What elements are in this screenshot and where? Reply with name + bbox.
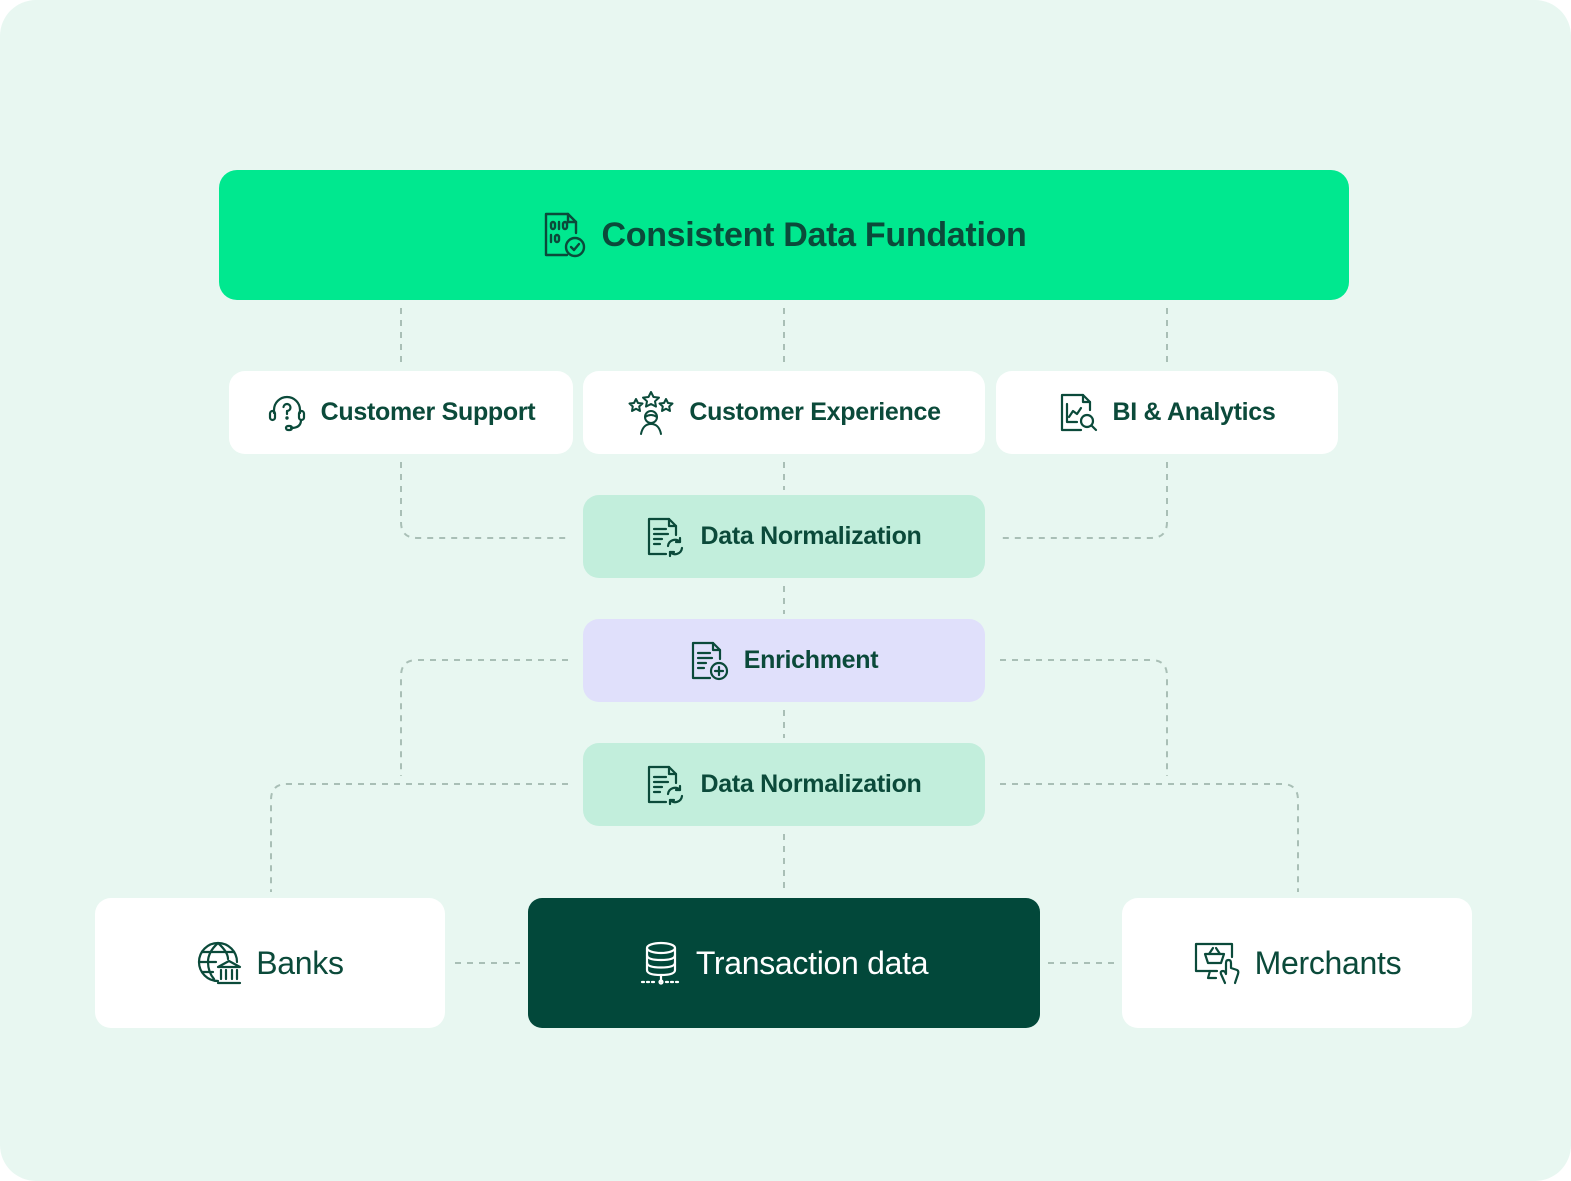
use-case-bi-analytics: BI & Analytics <box>996 371 1338 454</box>
enrichment-box: Enrichment <box>583 619 985 702</box>
source-banks: Banks <box>95 898 445 1028</box>
connector-enrichment-right <box>1000 659 1168 776</box>
data-check-icon <box>541 211 587 259</box>
data-normalization-top-box: Data Normalization <box>583 495 985 578</box>
pipeline-label: Data Normalization <box>700 522 922 550</box>
connector-analytics-normtop <box>1000 462 1168 539</box>
headset-question-icon <box>267 393 307 433</box>
connector-normbottom-banks <box>270 783 568 892</box>
document-refresh-icon <box>646 516 686 558</box>
connector-normbottom-merchants <box>1000 783 1299 892</box>
data-normalization-bottom-box: Data Normalization <box>583 743 985 826</box>
source-label: Transaction data <box>695 944 929 981</box>
source-label: Banks <box>256 944 344 981</box>
use-case-customer-support: Customer Support <box>229 371 573 454</box>
use-case-label: BI & Analytics <box>1112 398 1276 426</box>
connector-enrichment-left <box>400 659 568 776</box>
pipeline-label: Enrichment <box>743 646 879 674</box>
source-label: Merchants <box>1254 944 1402 981</box>
database-icon <box>640 940 682 986</box>
chart-search-icon <box>1059 392 1099 434</box>
foundation-label: Consistent Data Fundation <box>601 215 1027 254</box>
document-add-icon <box>690 640 730 682</box>
source-transaction-data: Transaction data <box>528 898 1040 1028</box>
source-merchants: Merchants <box>1122 898 1472 1028</box>
monitor-basket-icon <box>1193 941 1241 985</box>
use-case-label: Customer Support <box>320 398 536 426</box>
connector-support-normtop <box>400 462 568 539</box>
use-case-customer-experience: Customer Experience <box>583 371 985 454</box>
pipeline-label: Data Normalization <box>700 770 922 798</box>
globe-bank-icon <box>196 940 242 986</box>
foundation-box: Consistent Data Fundation <box>219 170 1349 300</box>
use-case-label: Customer Experience <box>689 398 941 426</box>
stars-person-icon <box>627 390 675 436</box>
document-refresh-icon <box>646 764 686 806</box>
